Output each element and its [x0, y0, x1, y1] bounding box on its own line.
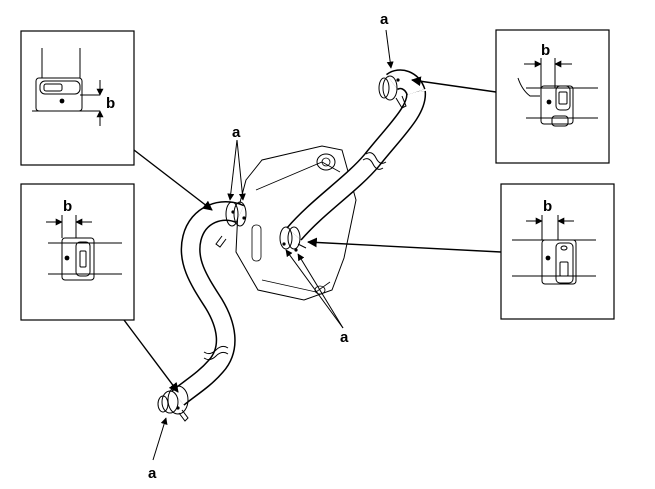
a-label: a	[148, 465, 157, 482]
reservoir-tank	[235, 145, 357, 301]
b-label: b	[541, 42, 550, 59]
a-label: a	[380, 11, 389, 28]
lower-hose	[157, 201, 247, 422]
a-label: a	[340, 329, 349, 346]
inset-leader-arrows	[123, 76, 502, 393]
a-label-pointers	[152, 29, 394, 461]
tank-outlet-clamp	[279, 226, 307, 252]
clamp-mark-labels: a a a a	[148, 11, 389, 482]
b-label: b	[63, 198, 72, 215]
a-label: a	[232, 124, 241, 141]
inset-clamp-detail-top-right: b	[495, 29, 610, 164]
inset-clamp-detail-right: b	[500, 183, 615, 320]
b-label: b	[543, 198, 552, 215]
upper-hose	[286, 69, 427, 241]
inset-clamp-detail-left: b	[20, 183, 135, 321]
b-label: b	[106, 95, 115, 112]
inset-clamp-detail-top-left: b	[20, 30, 135, 166]
